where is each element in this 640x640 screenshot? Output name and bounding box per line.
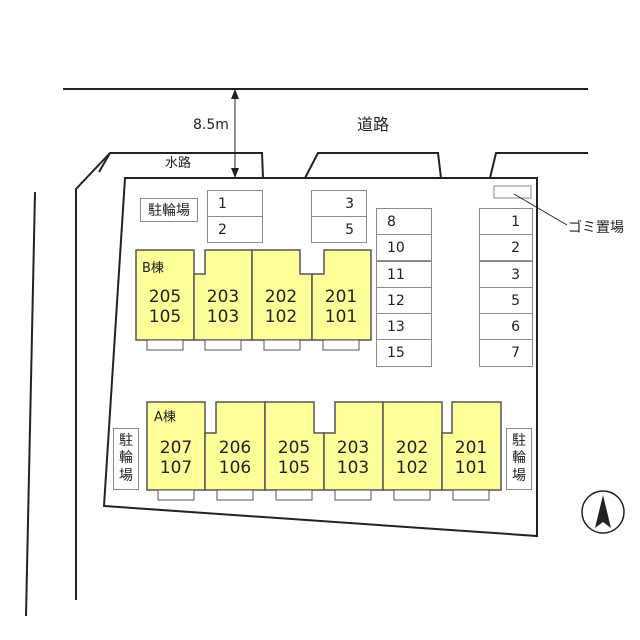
unit-upper-number: 205: [148, 287, 182, 307]
dimension-arrowhead-top: [231, 89, 239, 99]
parking-space: 3: [311, 190, 367, 217]
building-a-unit: 202 102: [383, 438, 441, 479]
building-b-unit: 205 105: [136, 287, 194, 328]
road-bottom-edge: [98, 152, 264, 179]
dimension-arrowhead-bottom: [231, 168, 239, 178]
road-bottom-edge-mid: [304, 152, 442, 179]
parking-space: 5: [311, 216, 367, 243]
balcony: [322, 339, 360, 351]
balcony: [216, 489, 254, 501]
unit-lower-number: 102: [264, 307, 298, 328]
parking-space: 7: [479, 339, 533, 367]
building-a-structure: [146, 401, 502, 501]
unit-upper-number: 207: [159, 438, 193, 458]
parking-space: 2: [479, 234, 533, 261]
unit-upper-number: 205: [277, 438, 311, 458]
unit-upper-number: 203: [336, 438, 370, 458]
left-boundary-line: [25, 191, 36, 617]
unit-lower-number: 101: [324, 307, 358, 328]
unit-lower-number: 105: [148, 307, 182, 328]
balcony: [275, 489, 313, 501]
road-label: 道路: [357, 115, 390, 134]
unit-lower-number: 107: [159, 458, 193, 479]
parking-space: 13: [376, 313, 432, 340]
bike-parking-char: 場: [119, 467, 133, 484]
unit-lower-number: 102: [395, 458, 429, 479]
building-a-unit: 201 101: [442, 438, 500, 479]
parking-space: 5: [479, 287, 533, 314]
balcony: [204, 339, 242, 351]
building-b-structure: [135, 249, 372, 351]
building-b-label: B棟: [142, 261, 164, 276]
parking-space: 12: [376, 287, 432, 314]
garbage-area-label: ゴミ置場: [568, 220, 624, 236]
building-a-unit: 203 103: [324, 438, 382, 479]
parking-space: 1: [479, 208, 533, 235]
bike-parking-left: 駐 輪 場: [113, 428, 139, 490]
building-a-unit-shape: [441, 401, 502, 491]
road-width-label: 8.5m: [193, 117, 229, 133]
building-b-unit-shape: [311, 249, 372, 341]
north-arrow-icon: [595, 495, 611, 528]
bike-parking-char: 駐: [512, 432, 526, 449]
parking-space: 6: [479, 313, 533, 340]
unit-upper-number: 201: [454, 438, 488, 458]
garbage-area: [493, 185, 532, 199]
parking-space: 11: [376, 261, 432, 288]
unit-upper-number: 202: [395, 438, 429, 458]
bike-parking-char: 駐: [119, 432, 133, 449]
parking-space: 3: [479, 261, 533, 288]
parking-space: 2: [207, 216, 263, 243]
balcony: [263, 339, 301, 351]
unit-lower-number: 103: [336, 458, 370, 479]
building-a-unit: 205 105: [265, 438, 323, 479]
building-a-unit: 206 106: [206, 438, 264, 479]
unit-lower-number: 106: [218, 458, 252, 479]
bike-parking-char: 輪: [512, 450, 526, 467]
bike-parking-right: 駐 輪 場: [506, 428, 532, 490]
unit-lower-number: 101: [454, 458, 488, 479]
balcony: [393, 489, 431, 501]
bike-parking-char: 輪: [119, 450, 133, 467]
bike-parking-char: 場: [512, 467, 526, 484]
building-b-unit: 203 103: [194, 287, 252, 328]
garbage-leader-line: [513, 193, 568, 226]
building-a-label: A棟: [154, 410, 176, 425]
balcony: [157, 489, 195, 501]
unit-upper-number: 201: [324, 287, 358, 307]
balcony: [334, 489, 372, 501]
unit-lower-number: 103: [206, 307, 240, 328]
unit-lower-number: 105: [277, 458, 311, 479]
parking-space: 10: [376, 234, 432, 261]
parking-space: 8: [376, 208, 432, 235]
building-a-unit: 207 107: [147, 438, 205, 479]
waterway-boundary: [75, 152, 111, 600]
bike-parking-label: 駐輪場: [148, 203, 190, 219]
bike-parking-top: 駐輪場: [140, 198, 198, 222]
waterway-label: 水路: [165, 156, 192, 171]
unit-upper-number: 203: [206, 287, 240, 307]
building-b-unit: 201 101: [312, 287, 370, 328]
unit-upper-number: 206: [218, 438, 252, 458]
parking-space: 1: [207, 190, 263, 217]
balcony: [146, 339, 184, 351]
building-b-unit: 202 102: [252, 287, 310, 328]
parking-space: 15: [376, 339, 432, 367]
road-bottom-edge-right: [489, 152, 588, 179]
unit-upper-number: 202: [264, 287, 298, 307]
balcony: [452, 489, 490, 501]
